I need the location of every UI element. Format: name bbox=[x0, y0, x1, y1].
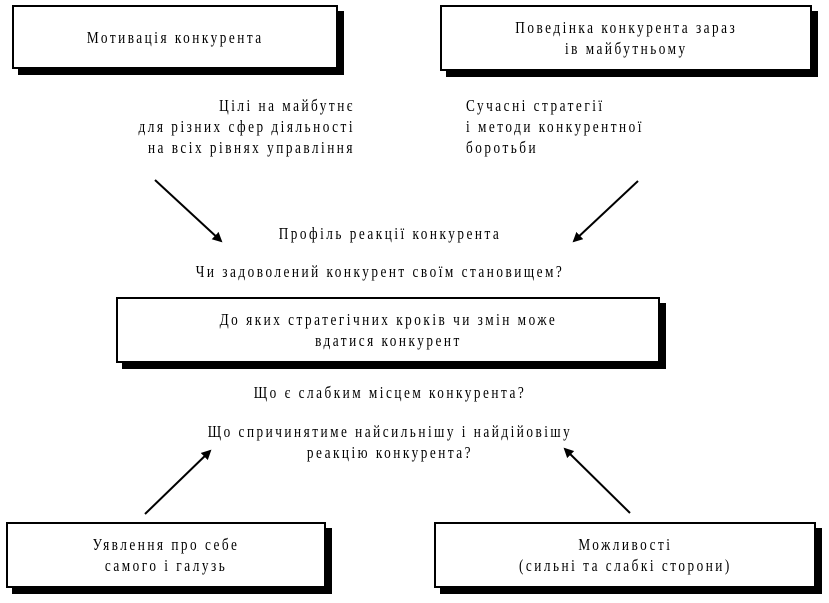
motivation-label: Мотивація конкурента bbox=[86, 27, 264, 47]
arrow-strategies-to-profile bbox=[572, 180, 639, 243]
capabilities-box: Можливості (сильні та слабкі сторони) bbox=[434, 522, 816, 588]
arrow-goals-to-profile bbox=[154, 179, 223, 243]
strategies-text: Сучасні стратегії і методи конкурентної … bbox=[466, 96, 644, 157]
motivation-box: Мотивація конкурента bbox=[12, 5, 338, 69]
satisfied-question: Чи задоволений конкурент своїм становище… bbox=[195, 262, 565, 281]
self-image-label: Уявлення про себе самого і галузь bbox=[92, 535, 240, 575]
strategic-steps-box: До яких стратегічних кроків чи змін може… bbox=[116, 297, 660, 363]
arrow-self-image-to-reaction bbox=[144, 449, 212, 515]
behavior-label: Поведінка конкурента зараз ів майбутньом… bbox=[514, 18, 737, 58]
strongest-reaction-question: Що спричинятиме найсильнішу і найдійовіш… bbox=[207, 422, 573, 462]
weak-spot-question: Що є слабким місцем конкурента? bbox=[253, 383, 527, 402]
arrow-capabilities-to-reaction bbox=[563, 447, 631, 514]
strategic-steps-label: До яких стратегічних кроків чи змін може… bbox=[219, 310, 557, 350]
behavior-box: Поведінка конкурента зараз ів майбутньом… bbox=[440, 5, 812, 71]
self-image-box: Уявлення про себе самого і галузь bbox=[6, 522, 326, 588]
capabilities-label: Можливості (сильні та слабкі сторони) bbox=[518, 535, 732, 575]
profile-heading: Профіль реакції конкурента bbox=[278, 224, 502, 243]
goals-text: Цілі на майбутнє для різних сфер діяльно… bbox=[138, 96, 355, 157]
